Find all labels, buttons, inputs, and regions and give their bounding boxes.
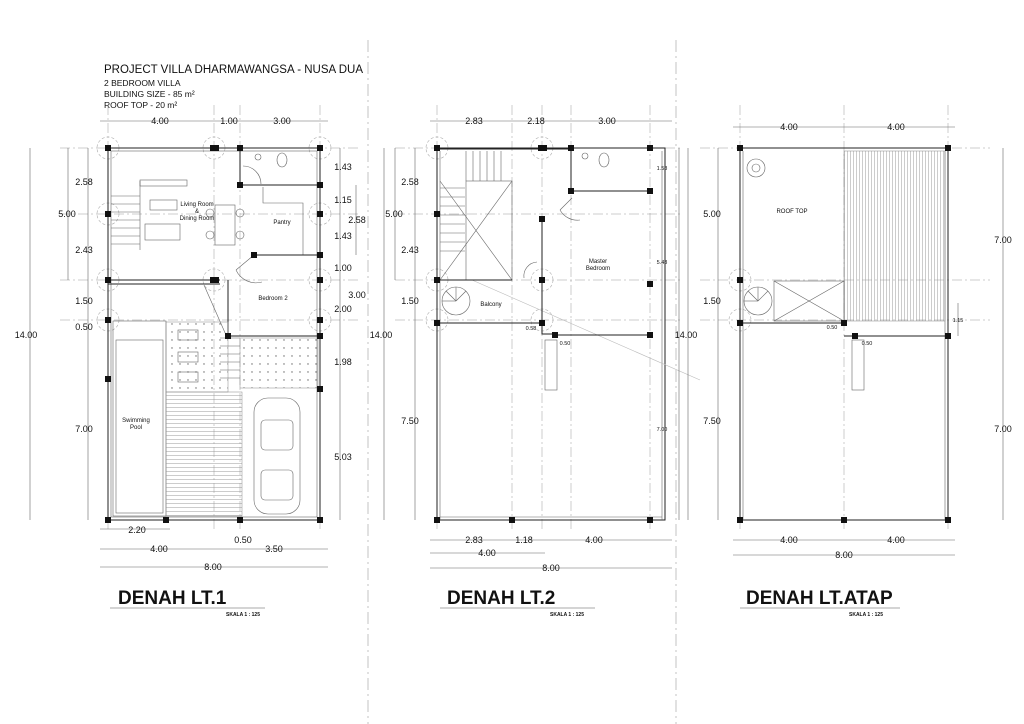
plan-title: DENAH LT.ATAP: [746, 588, 893, 609]
dim-top: 3.00: [273, 116, 291, 126]
dim-right: 1.58: [657, 166, 668, 172]
room-label-living: Living Room: [180, 202, 213, 208]
project-title: PROJECT VILLA DHARMAWANGSA - NUSA DUA: [104, 64, 364, 76]
dim-right: 3.00: [348, 290, 366, 300]
dim-left: 2.43: [75, 245, 93, 255]
dim-left: 2.43: [401, 245, 419, 255]
room-label-living: &: [195, 209, 199, 215]
villa-type: 2 BEDROOM VILLA: [104, 78, 181, 88]
plan-title: DENAH LT.1: [118, 588, 227, 609]
room-label-pool: Pool: [130, 425, 142, 431]
dim-left: 5.00: [385, 209, 403, 219]
dim-left: 5.00: [703, 209, 721, 219]
dim-bottom: 8.00: [542, 563, 560, 573]
dim-right: 5.03: [334, 452, 352, 462]
plan-roof: 4.00 4.00 5.00 1.50 14.00 7.50 7.00 1.15…: [675, 105, 1012, 618]
dim-inner: 0.50: [560, 341, 571, 347]
dim-left: 1.50: [703, 296, 721, 306]
dim-top: 2.18: [527, 116, 545, 126]
dim-bottom: 4.00: [585, 535, 603, 545]
dim-left: 14.00: [370, 330, 393, 340]
dim-top: 3.00: [598, 116, 616, 126]
dim-left: 0.50: [75, 322, 93, 332]
room-label-master-bedroom: Master: [589, 259, 607, 265]
dim-right: 2.58: [348, 215, 366, 225]
dim-inner: 0.50: [862, 341, 873, 347]
plan-lt2: 2.83 2.18 3.00 2.58 5.00 2.43 1.50 14.00…: [370, 105, 701, 618]
dim-bottom: 4.00: [780, 535, 798, 545]
dim-bottom: 0.50: [234, 535, 252, 545]
dim-bottom: 4.00: [478, 548, 496, 558]
dim-top: 4.00: [887, 122, 905, 132]
plan-scale: SKALA 1 : 125: [226, 612, 260, 618]
dim-right: 1.98: [334, 357, 352, 367]
dim-right: 2.00: [334, 304, 352, 314]
dim-left: 7.50: [703, 416, 721, 426]
dim-right: 7.00: [657, 427, 668, 433]
dim-inner: 0.58: [526, 326, 537, 332]
plan-lt1: 4.00 1.00 3.00 2.58 5.00 2.43 1.50 0.50 …: [15, 105, 366, 618]
dim-left: 2.58: [401, 177, 419, 187]
dim-right: 1.43: [334, 231, 352, 241]
room-label-master-bedroom: Bedroom: [586, 266, 610, 272]
dim-bottom: 8.00: [204, 562, 222, 572]
dim-left: 7.50: [401, 416, 419, 426]
room-label-pantry: Pantry: [273, 220, 290, 226]
dim-right: 7.00: [994, 235, 1012, 245]
car-icon: [253, 397, 301, 515]
dim-right: 5.43: [657, 260, 668, 266]
dim-top: 2.83: [465, 116, 483, 126]
dim-bottom: 2.83: [465, 535, 483, 545]
dim-bottom: 2.20: [128, 525, 146, 535]
dim-bottom: 1.18: [515, 535, 533, 545]
dim-left: 1.50: [75, 296, 93, 306]
dim-top: 1.00: [220, 116, 238, 126]
plan-scale: SKALA 1 : 125: [550, 612, 584, 618]
dim-left: 1.50: [401, 296, 419, 306]
dim-left: 2.58: [75, 177, 93, 187]
room-label-pool: Swimming: [122, 418, 150, 424]
room-label-balcony: Balcony: [480, 302, 501, 308]
dim-bottom: 8.00: [835, 550, 853, 560]
dim-left: 5.00: [58, 209, 76, 219]
dim-top: 4.00: [151, 116, 169, 126]
room-label-dining: Dining Room: [180, 216, 215, 222]
dim-right: 1.00: [334, 263, 352, 273]
dim-right: 1.15: [334, 195, 352, 205]
dim-left: 14.00: [15, 330, 38, 340]
room-label-roof-top: ROOF TOP: [776, 209, 807, 215]
room-label-bedroom-2: Bedroom 2: [258, 296, 288, 302]
dim-bottom: 3.50: [265, 544, 283, 554]
dim-left: 14.00: [675, 330, 698, 340]
plan-scale: SKALA 1 : 125: [849, 612, 883, 618]
dim-left: 7.00: [75, 424, 93, 434]
dim-right: 7.00: [994, 424, 1012, 434]
dim-right: 1.15: [953, 318, 964, 324]
building-size: BUILDING SIZE - 85 m²: [104, 89, 195, 99]
dim-top: 4.00: [780, 122, 798, 132]
roof-top-size: ROOF TOP - 20 m²: [104, 100, 178, 110]
dim-inner: 0.50: [827, 325, 838, 331]
dim-bottom: 4.00: [887, 535, 905, 545]
plan-title: DENAH LT.2: [447, 588, 555, 609]
dim-right: 1.43: [334, 162, 352, 172]
dim-bottom: 4.00: [150, 544, 168, 554]
